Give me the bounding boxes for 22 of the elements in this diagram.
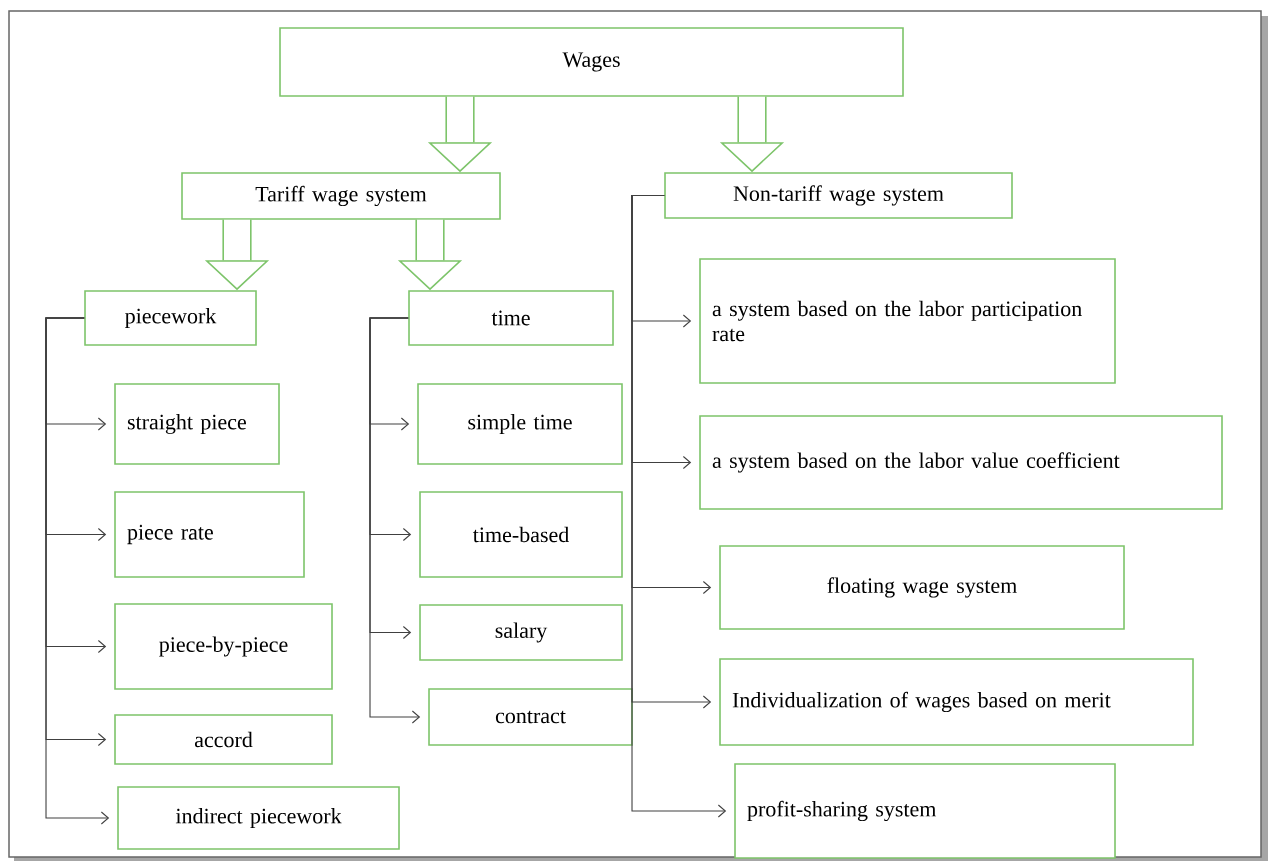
arrow bbox=[369, 317, 421, 724]
text-box: piece rate bbox=[114, 491, 305, 578]
text-box: Individualization of wages based on merit bbox=[719, 658, 1194, 746]
text-box: Wages bbox=[279, 27, 904, 97]
text-box: piece-by-piece bbox=[114, 603, 333, 690]
text-box: profit-sharing system bbox=[734, 763, 1116, 859]
text-box: simple time bbox=[417, 383, 623, 465]
text-box: time bbox=[408, 290, 614, 346]
text-box: Non-tariff wage system bbox=[664, 172, 1013, 219]
arrow bbox=[45, 317, 110, 825]
text-box: salary bbox=[419, 604, 623, 661]
text-box: piecework bbox=[84, 290, 257, 346]
text-box: time-based bbox=[419, 491, 623, 578]
text-box: accord bbox=[114, 714, 333, 765]
text-box: Tariff wage system bbox=[181, 172, 501, 220]
text-box: a system based on the labor value coefficient bbox=[699, 415, 1223, 510]
text-box: indirect piecework bbox=[117, 786, 400, 850]
text-box: floating wage system bbox=[719, 545, 1125, 630]
text-box: contract bbox=[428, 688, 633, 746]
arrow bbox=[631, 194, 727, 818]
text-box: straight piece bbox=[114, 383, 280, 465]
text-box: a system based on the labor participation rate bbox=[699, 258, 1116, 384]
